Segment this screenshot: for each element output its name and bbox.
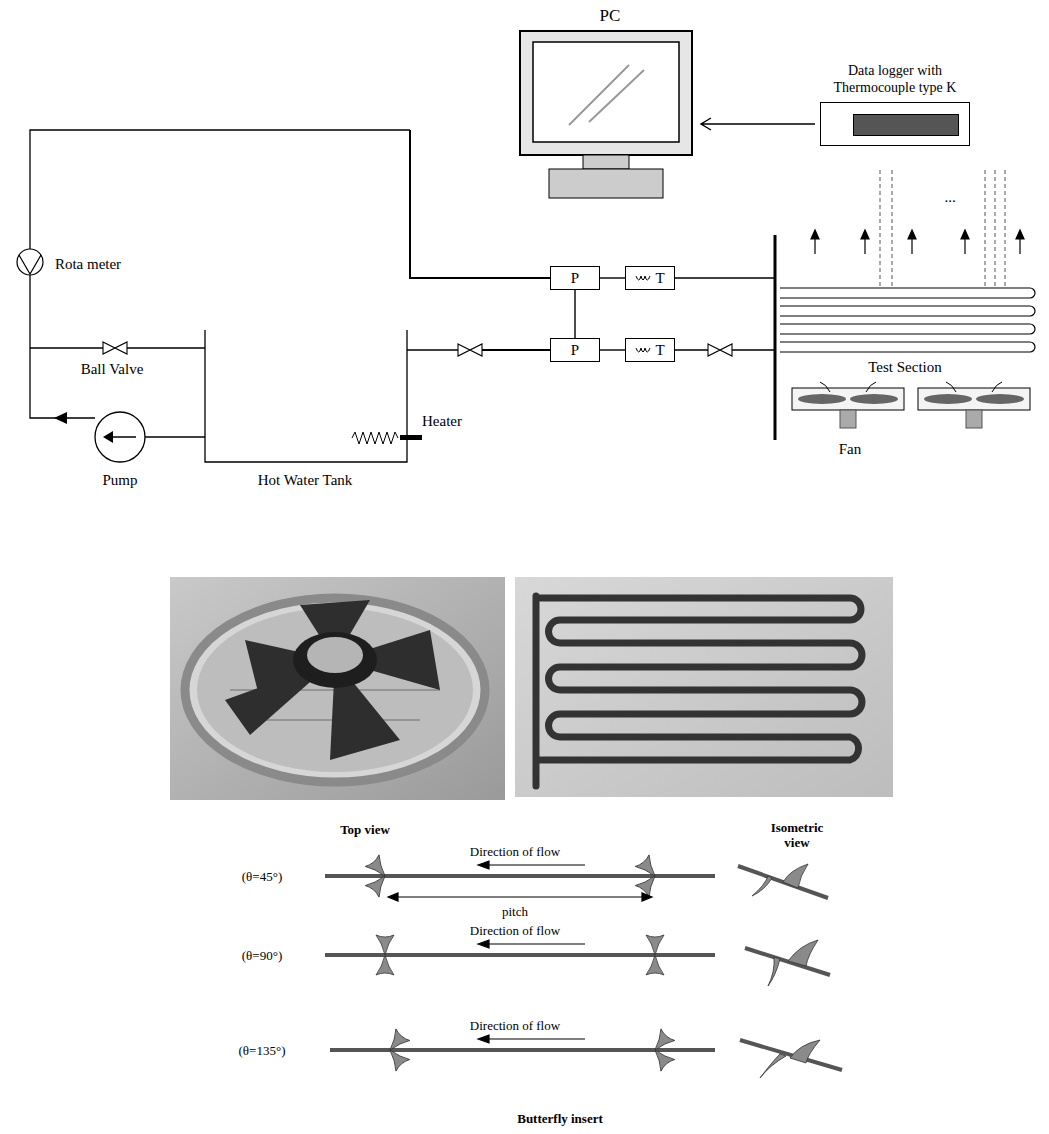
computer-node: PC xyxy=(519,6,701,200)
monitor-icon xyxy=(519,30,693,200)
logger-housing xyxy=(820,102,970,146)
thermocouple-wire xyxy=(880,170,1005,286)
part-label: (θ=90°) xyxy=(242,949,282,964)
part-label: Butterfly insert xyxy=(517,1112,603,1127)
butterfly-insert-drawing xyxy=(325,855,842,1078)
thermocouple-symbol xyxy=(635,273,651,283)
part-label: pitch xyxy=(502,905,528,920)
fan-symbol xyxy=(792,382,1030,428)
pressure-gauge-box: P xyxy=(550,266,600,290)
temperature-sensor-box: T xyxy=(625,338,675,362)
part-label: Rota meter xyxy=(55,256,121,273)
temperature-sensor-box: T xyxy=(625,266,675,290)
part-label: Top view xyxy=(340,823,390,838)
connector xyxy=(600,277,625,278)
air-flow-arrow xyxy=(811,230,1024,254)
node-label: T xyxy=(655,342,664,359)
flow-arrow xyxy=(54,412,67,424)
heater-symbol xyxy=(352,432,422,444)
fan-photo xyxy=(170,577,505,800)
node-label: Data logger with Thermocouple type K xyxy=(820,62,970,96)
part-label: ... xyxy=(944,189,955,206)
part-label: Test Section xyxy=(868,359,942,376)
connector xyxy=(574,290,575,338)
test-section-tubes xyxy=(780,288,1035,352)
connector xyxy=(600,349,625,350)
logger-display xyxy=(853,114,959,136)
part-label: Isometric view xyxy=(761,821,833,851)
tube-photo xyxy=(515,577,893,797)
part-label: (θ=135°) xyxy=(239,1044,286,1059)
part-label: Pump xyxy=(102,472,137,489)
part-label: Direction of flow xyxy=(470,845,560,860)
thermocouple-symbol xyxy=(635,345,651,355)
node-label: T xyxy=(655,270,664,287)
part-label: Hot Water Tank xyxy=(258,472,353,489)
rotameter-symbol xyxy=(17,249,43,275)
connector xyxy=(701,118,815,130)
pump-symbol xyxy=(95,412,145,462)
data-logger: Data logger with Thermocouple type K xyxy=(815,62,975,146)
piping xyxy=(30,130,775,462)
part-label: (θ=45°) xyxy=(242,870,282,885)
part-label: Direction of flow xyxy=(470,924,560,939)
node-label: PC xyxy=(519,6,701,30)
part-label: Fan xyxy=(839,441,862,458)
node-label: P xyxy=(571,342,579,359)
part-label: Ball Valve xyxy=(81,361,144,378)
part-label: Direction of flow xyxy=(470,1019,560,1034)
part-label: Heater xyxy=(422,413,462,430)
pressure-gauge-box: P xyxy=(550,338,600,362)
node-label: P xyxy=(571,270,579,287)
